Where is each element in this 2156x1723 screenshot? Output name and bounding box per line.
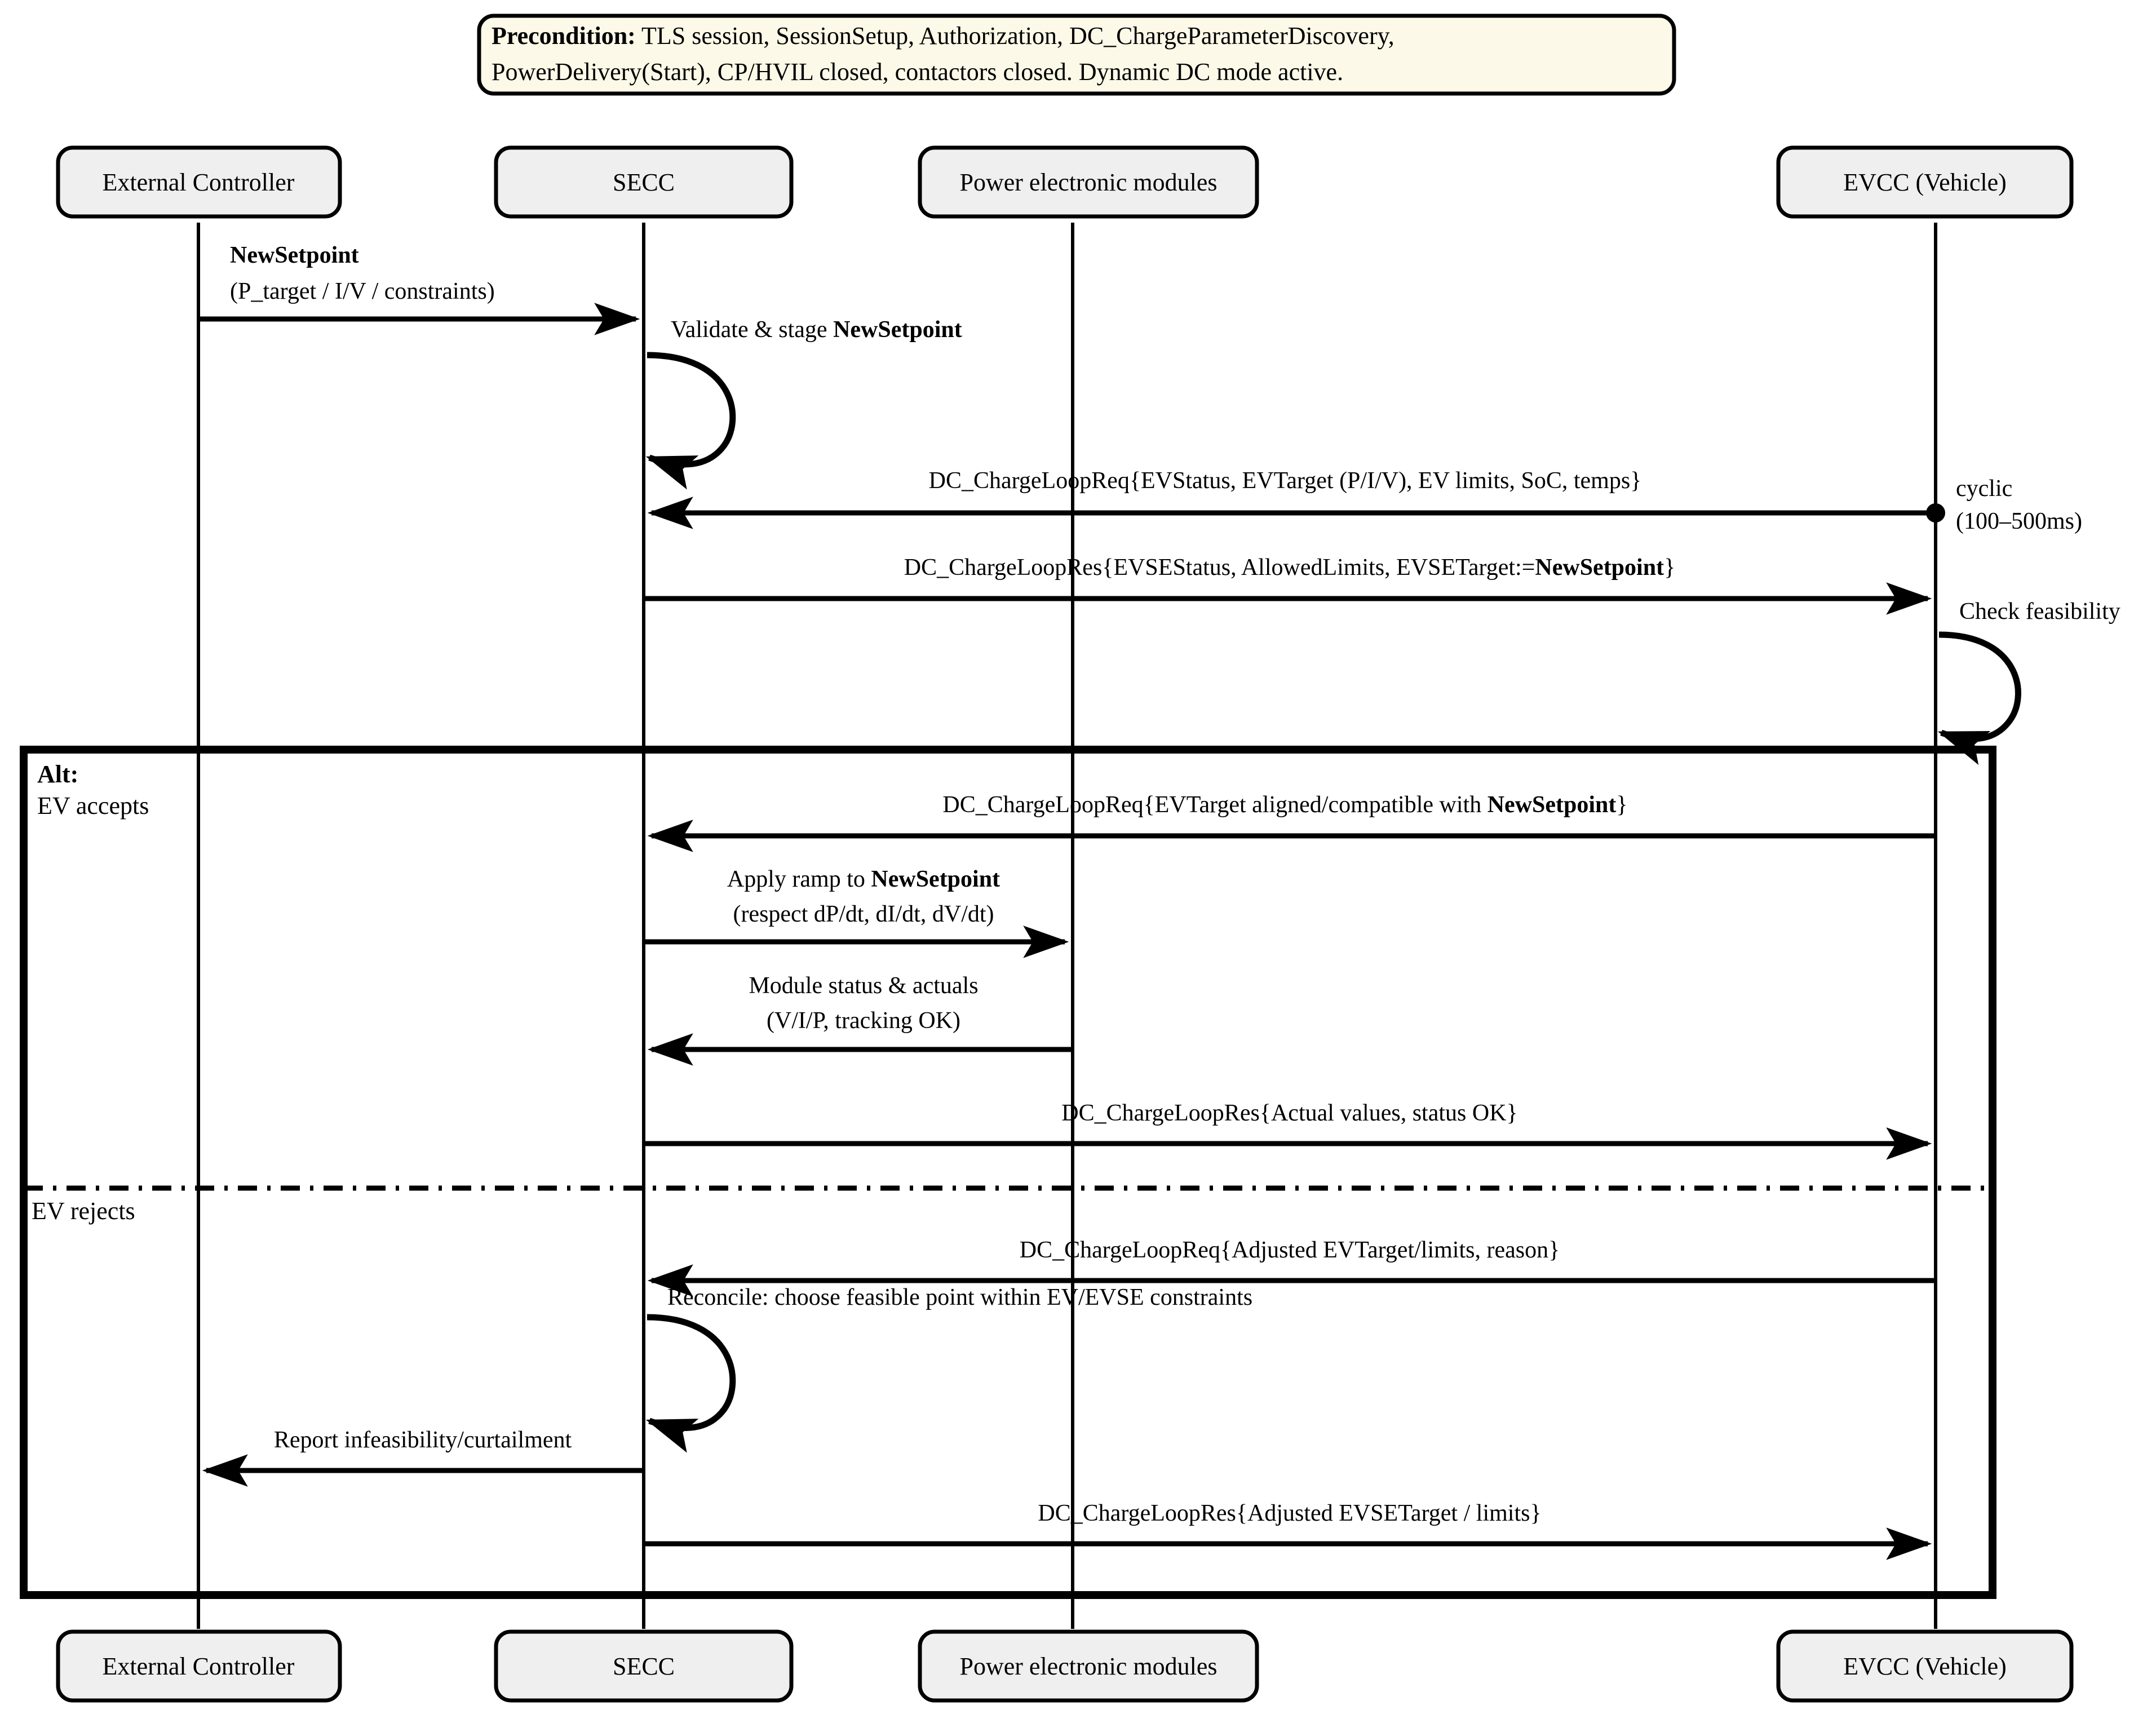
message-charge-loop-req-aligned-label: DC_ChargeLoopReq{EVTarget aligned/compat… bbox=[942, 792, 1627, 818]
message-module-status-label-line2: (V/I/P, tracking OK) bbox=[767, 1008, 960, 1034]
message-charge-loop-res-setpoint-label-tail: } bbox=[1664, 555, 1675, 581]
message-charge-loop-res-setpoint-label-bold: NewSetpoint bbox=[1535, 555, 1664, 581]
actor-box-top-secc[interactable] bbox=[494, 145, 794, 219]
actor-footer-power-electronic-modules[interactable]: Power electronic modules bbox=[918, 1629, 1259, 1703]
actor-label-top-evcc: EVCC (Vehicle) bbox=[1843, 169, 2007, 196]
precondition-note: Precondition: TLS session, SessionSetup,… bbox=[477, 14, 1676, 96]
lifelines-group bbox=[197, 223, 1937, 1629]
message-charge-loop-req-cyclic: DC_ChargeLoopReq{EVStatus, EVTarget (P/I… bbox=[647, 468, 2082, 534]
message-validate-and-stage-self-arrow bbox=[645, 352, 736, 490]
annotation-cyclic-line2: (100–500ms) bbox=[1956, 508, 2082, 534]
actor-box-top-evcc[interactable] bbox=[1776, 145, 2074, 219]
actor-box-bottom-secc[interactable] bbox=[494, 1629, 794, 1703]
alt-fragment-border bbox=[20, 746, 1996, 1599]
message-apply-ramp-label-line1: Apply ramp to NewSetpoint bbox=[727, 866, 1000, 892]
message-charge-loop-req-cyclic-label: DC_ChargeLoopReq{EVStatus, EVTarget (P/I… bbox=[929, 468, 1642, 494]
precondition-note-line-2: PowerDelivery(Start), CP/HVIL closed, co… bbox=[492, 58, 1343, 86]
precondition-note-line-1: Precondition: TLS session, SessionSetup,… bbox=[492, 22, 1394, 50]
message-reconcile-label: Reconcile: choose feasible point within … bbox=[667, 1285, 1252, 1310]
message-module-status-label-line1: Module status & actuals bbox=[749, 973, 978, 999]
actor-box-bottom-evcc[interactable] bbox=[1776, 1629, 2074, 1703]
actor-header-evcc[interactable]: EVCC (Vehicle) bbox=[1776, 145, 2074, 219]
actor-label-bottom-evcc: EVCC (Vehicle) bbox=[1843, 1653, 2007, 1680]
message-validate-and-stage-label-bold: NewSetpoint bbox=[833, 317, 962, 343]
message-reconcile: Reconcile: choose feasible point within … bbox=[645, 1285, 1252, 1453]
actor-footer-external-controller[interactable]: External Controller bbox=[56, 1629, 342, 1703]
actor-box-bottom-power-electronic-modules[interactable] bbox=[918, 1629, 1259, 1703]
actor-label-bottom-secc: SECC bbox=[613, 1653, 675, 1680]
actor-label-top-secc: SECC bbox=[613, 169, 675, 196]
actor-footer-evcc[interactable]: EVCC (Vehicle) bbox=[1776, 1629, 2074, 1703]
message-report-infeasibility: Report infeasibility/curtailment bbox=[202, 1427, 644, 1487]
alt-fragment-branch-1-label: EV accepts bbox=[37, 792, 149, 820]
actor-header-secc[interactable]: SECC bbox=[494, 145, 794, 219]
precondition-label: Precondition: bbox=[492, 22, 636, 50]
alt-fragment-branch-2-label: EV rejects bbox=[32, 1197, 135, 1225]
message-apply-ramp: Apply ramp to NewSetpoint (respect dP/dt… bbox=[644, 866, 1069, 958]
cyclic-origin-dot bbox=[1926, 503, 1945, 522]
alt-fragment-kind-label: Alt: bbox=[37, 760, 78, 788]
precondition-line1-rest: TLS session, SessionSetup, Authorization… bbox=[636, 22, 1394, 50]
message-charge-loop-res-setpoint: DC_ChargeLoopRes{EVSEStatus, AllowedLimi… bbox=[644, 555, 1932, 615]
message-validate-and-stage: Validate & stage NewSetpoint bbox=[645, 317, 962, 490]
alt-fragment: Alt: EV accepts EV rejects bbox=[20, 746, 1996, 1599]
message-module-status: Module status & actuals (V/I/P, tracking… bbox=[647, 973, 1073, 1066]
message-apply-ramp-label-plain: Apply ramp to bbox=[727, 866, 871, 892]
message-charge-loop-req-aligned-label-plain: DC_ChargeLoopReq{EVTarget aligned/compat… bbox=[942, 792, 1487, 818]
message-reconcile-self-arrow bbox=[645, 1314, 736, 1453]
message-validate-and-stage-label-plain: Validate & stage bbox=[671, 317, 833, 343]
message-charge-loop-req-aligned-label-tail: } bbox=[1616, 792, 1627, 818]
actor-footer-secc[interactable]: SECC bbox=[494, 1629, 794, 1703]
actor-box-top-external-controller[interactable] bbox=[56, 145, 342, 219]
message-charge-loop-res-adjusted: DC_ChargeLoopRes{Adjusted EVSETarget / l… bbox=[644, 1500, 1932, 1560]
message-new-setpoint-label-line2: (P_target / I/V / constraints) bbox=[230, 278, 495, 304]
message-charge-loop-req-adjusted: DC_ChargeLoopReq{Adjusted EVTarget/limit… bbox=[647, 1237, 1936, 1297]
actor-header-external-controller[interactable]: External Controller bbox=[56, 145, 342, 219]
precondition-note-box bbox=[477, 14, 1676, 96]
message-apply-ramp-label-line2: (respect dP/dt, dI/dt, dV/dt) bbox=[733, 901, 994, 927]
annotation-check-feasibility-self-arrow bbox=[1937, 631, 2021, 765]
message-charge-loop-req-adjusted-label: DC_ChargeLoopReq{Adjusted EVTarget/limit… bbox=[1020, 1237, 1560, 1263]
message-charge-loop-req-aligned: DC_ChargeLoopReq{EVTarget aligned/compat… bbox=[647, 792, 1936, 852]
message-new-setpoint-label-line1: NewSetpoint bbox=[230, 242, 359, 268]
message-report-infeasibility-label: Report infeasibility/curtailment bbox=[274, 1427, 572, 1453]
actor-label-bottom-external-controller: External Controller bbox=[103, 1653, 295, 1680]
message-charge-loop-res-actual: DC_ChargeLoopRes{Actual values, status O… bbox=[644, 1100, 1932, 1160]
message-validate-and-stage-label: Validate & stage NewSetpoint bbox=[671, 317, 962, 343]
message-charge-loop-res-adjusted-label: DC_ChargeLoopRes{Adjusted EVSETarget / l… bbox=[1038, 1500, 1541, 1526]
message-new-setpoint: NewSetpoint (P_target / I/V / constraint… bbox=[198, 242, 640, 335]
actor-box-top-power-electronic-modules[interactable] bbox=[918, 145, 1259, 219]
message-apply-ramp-label-bold: NewSetpoint bbox=[871, 866, 1000, 892]
annotation-cyclic-line1: cyclic bbox=[1956, 476, 2012, 502]
actor-label-bottom-power-electronic-modules: Power electronic modules bbox=[960, 1653, 1218, 1680]
message-charge-loop-res-setpoint-label-plain: DC_ChargeLoopRes{EVSEStatus, AllowedLimi… bbox=[904, 555, 1535, 581]
annotation-check-feasibility-label: Check feasibility bbox=[1959, 599, 2120, 624]
actor-box-bottom-external-controller[interactable] bbox=[56, 1629, 342, 1703]
actor-header-power-electronic-modules[interactable]: Power electronic modules bbox=[918, 145, 1259, 219]
message-charge-loop-res-setpoint-label: DC_ChargeLoopRes{EVSEStatus, AllowedLimi… bbox=[904, 555, 1675, 581]
actor-label-top-power-electronic-modules: Power electronic modules bbox=[960, 169, 1218, 196]
message-charge-loop-res-actual-label: DC_ChargeLoopRes{Actual values, status O… bbox=[1061, 1100, 1517, 1126]
actor-label-top-external-controller: External Controller bbox=[103, 169, 295, 196]
message-charge-loop-req-aligned-label-bold: NewSetpoint bbox=[1487, 792, 1617, 818]
annotation-check-feasibility: Check feasibility bbox=[1937, 599, 2120, 765]
